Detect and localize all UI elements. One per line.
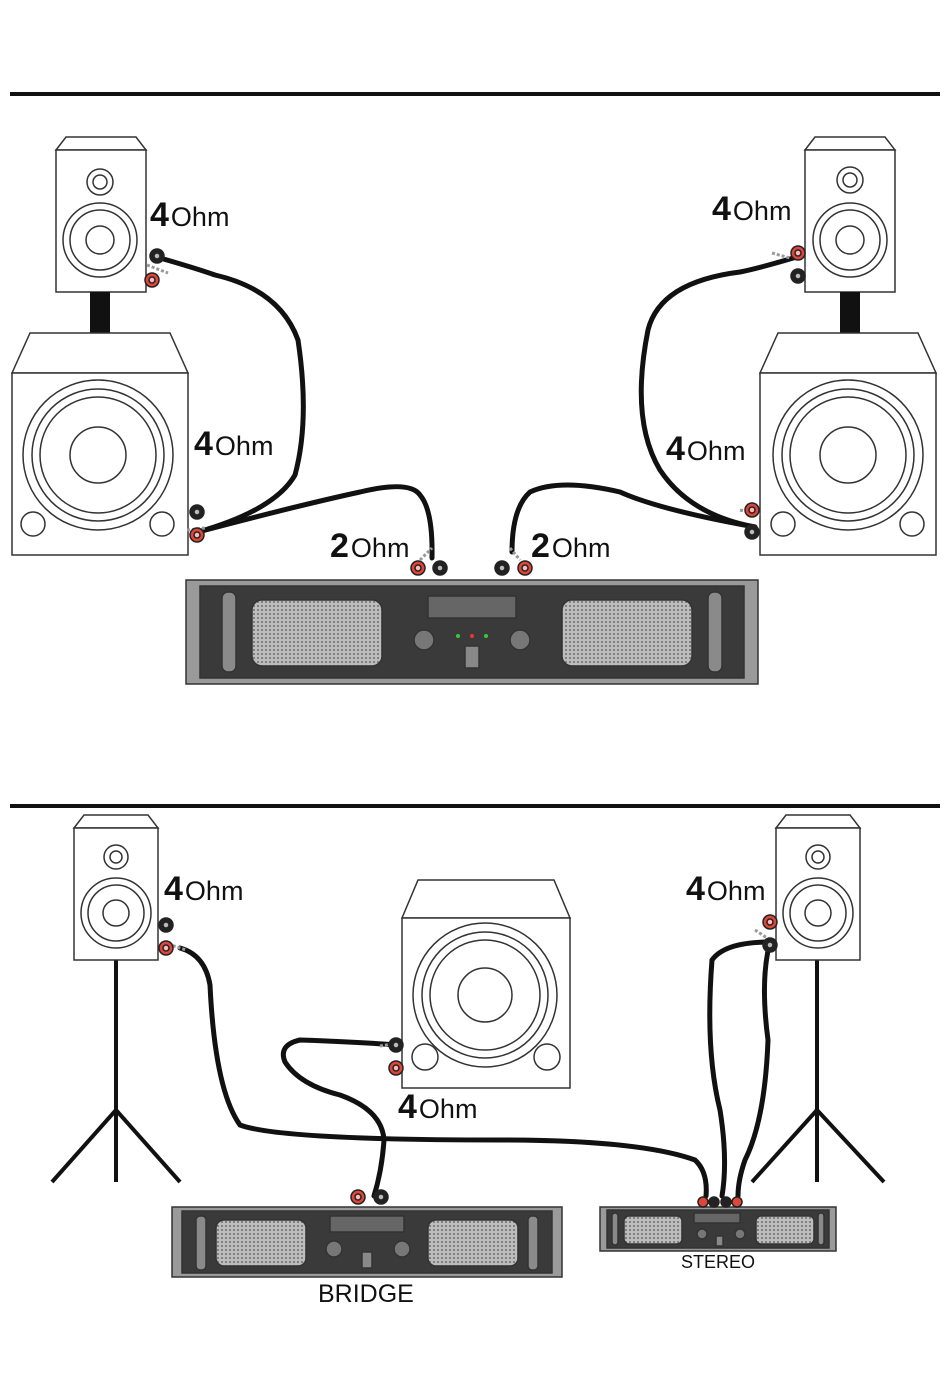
impedance-unit: Ohm: [171, 202, 230, 232]
impedance-unit: Ohm: [552, 533, 611, 563]
speaker-cable: [160, 256, 800, 558]
stereo-amplifier: [600, 1207, 836, 1251]
impedance-unit: Ohm: [419, 1094, 478, 1124]
bridge-caption: BRIDGE: [318, 1280, 414, 1309]
impedance-value: 2: [330, 527, 349, 565]
amplifier: [186, 580, 758, 684]
impedance-label: 4Ohm: [150, 196, 229, 235]
right-speaker-stand: [752, 960, 884, 1182]
impedance-unit: Ohm: [733, 196, 792, 226]
left-stand-speaker: [74, 815, 158, 960]
impedance-value: 4: [666, 430, 685, 468]
impedance-value: 4: [194, 425, 213, 463]
left-satellite-speaker: [56, 137, 146, 292]
left-subwoofer: [12, 333, 188, 555]
impedance-value: 2: [531, 527, 550, 565]
impedance-unit: Ohm: [687, 436, 746, 466]
speaker-terminals: [145, 246, 805, 575]
stereo-caption: STEREO: [681, 1252, 755, 1273]
impedance-label: 2Ohm: [330, 527, 409, 566]
impedance-value: 4: [398, 1088, 417, 1126]
impedance-value: 4: [686, 870, 705, 908]
impedance-value: 4: [712, 190, 731, 228]
center-subwoofer: [402, 880, 570, 1088]
impedance-unit: Ohm: [215, 431, 274, 461]
impedance-label: 4Ohm: [194, 425, 273, 464]
impedance-unit: Ohm: [185, 876, 244, 906]
right-stand-speaker: [776, 815, 860, 960]
impedance-unit: Ohm: [351, 533, 410, 563]
impedance-label: 2Ohm: [531, 527, 610, 566]
impedance-label: 4Ohm: [164, 870, 243, 909]
impedance-value: 4: [164, 870, 183, 908]
impedance-label: 4Ohm: [686, 870, 765, 909]
impedance-unit: Ohm: [707, 876, 766, 906]
bridge-amplifier: [172, 1207, 562, 1277]
right-satellite-speaker: [805, 137, 895, 292]
left-speaker-stand: [52, 960, 180, 1182]
impedance-label: 4Ohm: [398, 1088, 477, 1127]
impedance-label: 4Ohm: [712, 190, 791, 229]
impedance-value: 4: [150, 196, 169, 234]
impedance-label: 4Ohm: [666, 430, 745, 469]
right-subwoofer: [760, 333, 936, 555]
